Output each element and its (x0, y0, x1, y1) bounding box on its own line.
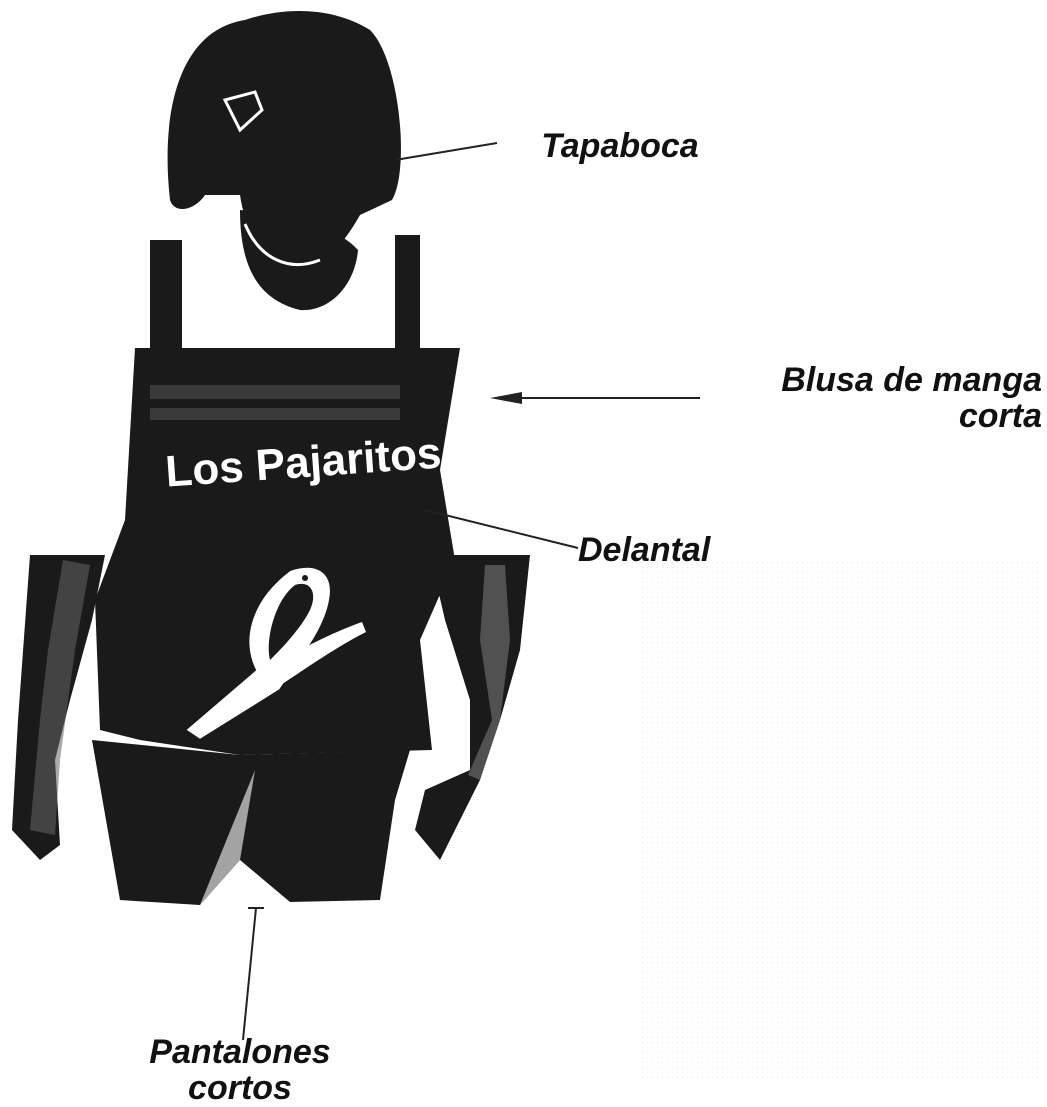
label-blouse: Blusa de manga corta (712, 362, 1042, 434)
leader-line-shorts (243, 908, 256, 1040)
shorts-shape (92, 740, 410, 905)
label-apron: Delantal (578, 532, 818, 568)
right-strap (395, 235, 420, 350)
arrow-head-blouse (490, 392, 522, 404)
label-mask: Tapaboca (500, 128, 740, 164)
label-shorts: Pantalones cortos (110, 1034, 370, 1106)
leader-line-mask (395, 143, 497, 160)
left-strap (150, 240, 182, 355)
